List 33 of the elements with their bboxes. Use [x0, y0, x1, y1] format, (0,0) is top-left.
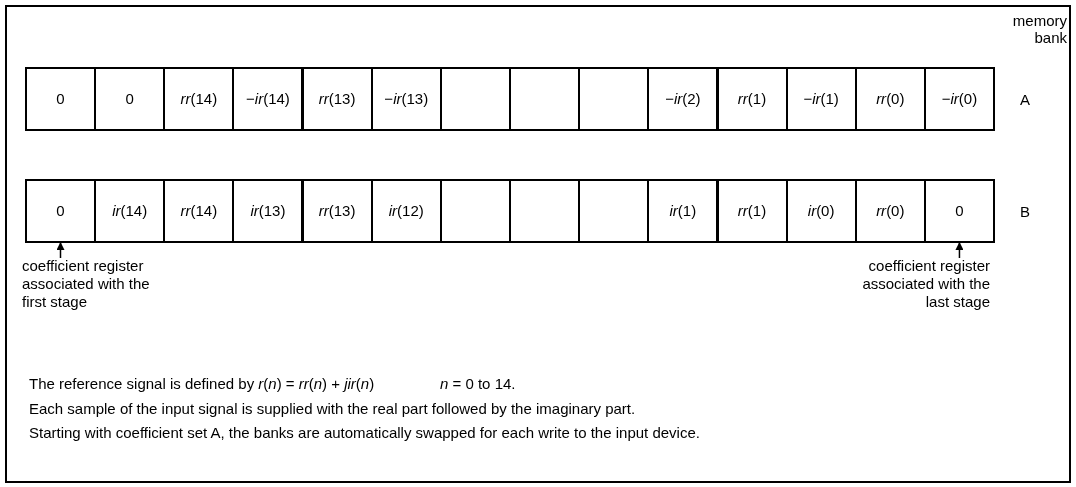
bank-letter: B: [1019, 202, 1031, 222]
memory-cell: −ir(1): [785, 67, 857, 131]
memory-cell: 0: [25, 179, 96, 243]
memory-cell: rr(14): [163, 67, 235, 131]
memory-cell: rr(1): [716, 67, 788, 131]
memory-cell: 0: [94, 67, 166, 131]
memory-cell: ir(1): [647, 179, 719, 243]
memory-cell: ir(0): [785, 179, 857, 243]
memory-cell: ir(13): [232, 179, 304, 243]
memory-cell: −ir(13): [370, 67, 442, 131]
memory-cell: rr(13): [301, 67, 373, 131]
memory-cell: ir(14): [94, 179, 166, 243]
memory-cell: rr(0): [854, 67, 926, 131]
caption-text: coefficient register associated with the last stage: [840, 257, 990, 311]
memory-cell: rr(14): [163, 179, 235, 243]
memory-cell: −ir(0): [923, 67, 995, 131]
memory-cell: ir(12): [370, 179, 442, 243]
note-text: The reference signal is defined by r(n) = rr(n) + jir(n): [29, 374, 376, 394]
row-heading: memory bank: [1011, 12, 1067, 46]
memory-cell: −ir(14): [232, 67, 304, 131]
note-text: Starting with coefficient set A, the banks are automatically swapped for each write to the input device.: [29, 423, 701, 443]
memory-cell: rr(0): [854, 179, 926, 243]
memory-cell: rr(13): [301, 179, 373, 243]
arrow: [955, 242, 964, 259]
note-text: n = 0 to 14.: [440, 374, 517, 394]
caption-text: coefficient register associated with the first stage: [22, 257, 172, 311]
bank-letter: A: [1019, 90, 1031, 110]
note-text: Each sample of the input signal is supplied with the real part followed by the imaginary part.: [29, 399, 637, 419]
memory-cell: 0: [923, 179, 995, 243]
memory-cell: −ir(2): [647, 67, 719, 131]
memory-cell: 0: [25, 67, 96, 131]
memory-cell: rr(1): [716, 179, 788, 243]
arrow: [56, 242, 65, 259]
